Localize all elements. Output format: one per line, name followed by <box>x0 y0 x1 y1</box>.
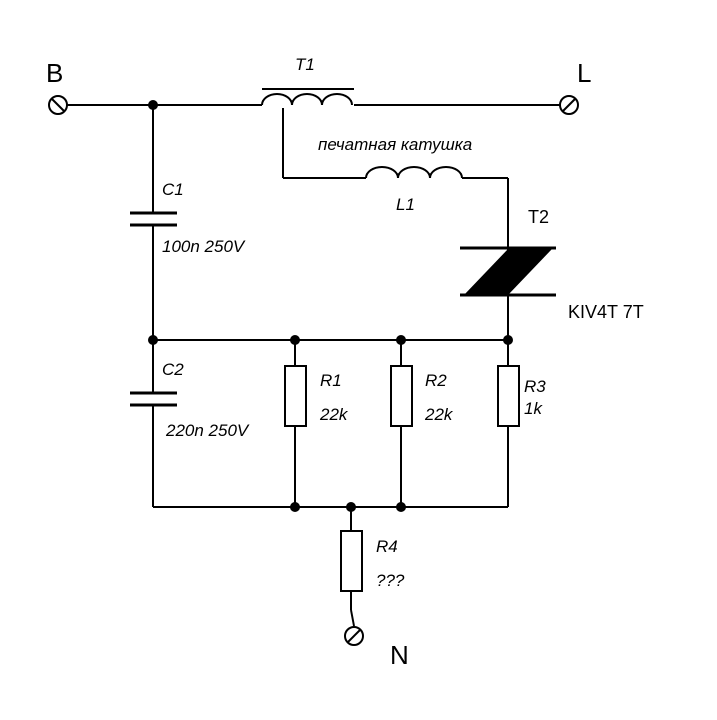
l1-note: печатная катушка <box>318 135 472 154</box>
r4-resistor <box>340 530 363 592</box>
c2-capacitor <box>130 391 177 407</box>
t2-part: KIV4T 7T <box>568 302 644 322</box>
r3-value: 1k <box>524 399 543 418</box>
r1-label: R1 <box>320 371 342 390</box>
l1-coil <box>365 166 463 179</box>
r4-label: R4 <box>376 537 398 556</box>
terminal-b <box>48 95 68 115</box>
junction-dots <box>148 100 513 512</box>
t1-label: T1 <box>295 55 315 74</box>
c2-label: C2 <box>162 360 184 379</box>
r1-value: 22k <box>319 405 349 424</box>
r2-value: 22k <box>424 405 454 424</box>
c1-value: 100n 250V <box>162 237 246 256</box>
c1-capacitor <box>130 211 177 227</box>
c1-label: C1 <box>162 180 184 199</box>
terminal-n-label: N <box>390 640 409 670</box>
r3-resistor <box>497 365 520 427</box>
terminal-n <box>344 626 364 646</box>
wires <box>67 104 560 627</box>
t2-label: T2 <box>528 207 549 227</box>
t2-triac <box>460 246 556 297</box>
r4-value: ??? <box>376 571 405 590</box>
c2-value: 220n 250V <box>165 421 250 440</box>
t1-coil <box>261 88 354 106</box>
terminal-l <box>559 95 579 115</box>
terminal-b-label: B <box>46 58 63 88</box>
r1-resistor <box>284 365 307 427</box>
r3-label: R3 <box>524 377 546 396</box>
l1-label: L1 <box>396 195 415 214</box>
terminal-l-label: L <box>577 58 591 88</box>
r2-label: R2 <box>425 371 447 390</box>
r2-resistor <box>390 365 413 427</box>
